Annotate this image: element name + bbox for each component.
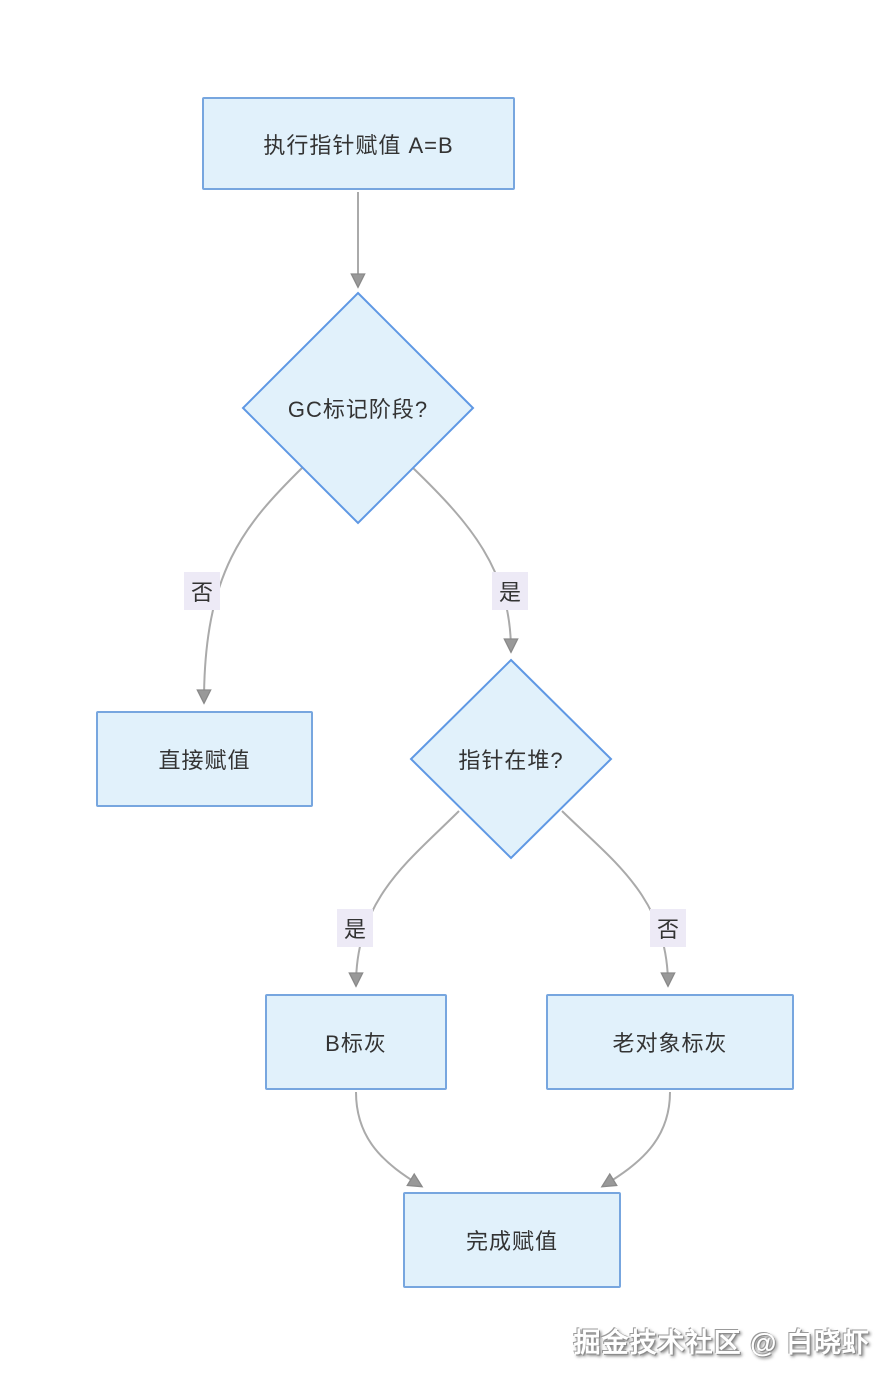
edge-on-heap-to-mark-old <box>561 810 668 985</box>
decision-on-heap <box>409 658 613 860</box>
watermark-text: 掘金技术社区 @ 白晓虾 <box>573 1328 870 1358</box>
node-start: 执行指针赋值 A=B <box>202 97 515 190</box>
decision-gc-phase <box>241 291 475 525</box>
node-direct-assign-label: 直接赋值 <box>158 748 251 773</box>
edge-label-no-direct: 否 <box>183 572 221 610</box>
node-direct-assign: 直接赋值 <box>96 711 313 807</box>
node-mark-b-gray: B标灰 <box>265 994 447 1090</box>
edge-mark-b-to-done <box>355 1091 421 1186</box>
node-mark-old-gray-label: 老对象标灰 <box>612 1031 728 1056</box>
edge-gc-phase-to-on-heap <box>411 466 511 651</box>
edge-label-yes-on-heap: 是 <box>491 572 529 610</box>
edge-gc-phase-to-direct <box>204 466 304 702</box>
node-mark-old-gray: 老对象标灰 <box>546 994 794 1090</box>
decision-gc-phase-label: GC标记阶段? <box>287 397 429 422</box>
decision-on-heap-label: 指针在堆? <box>458 748 564 773</box>
node-done: 完成赋值 <box>403 1192 621 1288</box>
edge-mark-old-to-done <box>603 1091 671 1186</box>
node-done-label: 完成赋值 <box>465 1229 558 1254</box>
edge-on-heap-to-mark-b <box>356 810 460 985</box>
node-start-label: 执行指针赋值 A=B <box>263 132 454 158</box>
edge-label-no-mark-old: 否 <box>649 909 687 947</box>
node-mark-b-gray-label: B标灰 <box>325 1031 387 1056</box>
edge-label-yes-mark-b: 是 <box>336 909 374 947</box>
